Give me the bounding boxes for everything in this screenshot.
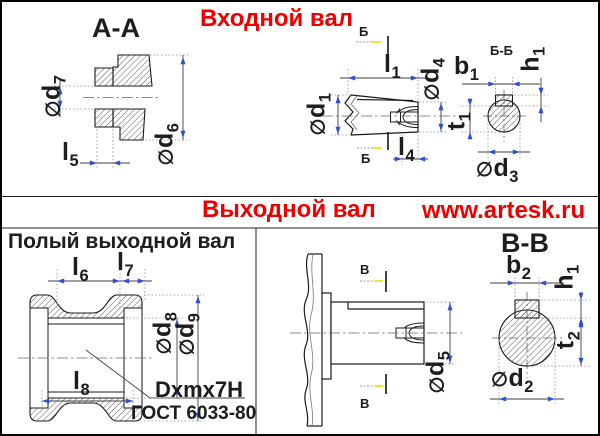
dim-label-t2: t2: [551, 330, 584, 350]
hollow-shaft-drawing: [18, 268, 245, 422]
dim-label-d5: ∅d5: [421, 350, 454, 394]
dim-label-l7: l7: [117, 248, 135, 280]
cut-mark-b-bottom-label: Б: [361, 151, 371, 166]
cut-plane-b-marks: [356, 36, 389, 150]
dim-label-b2: b2: [506, 251, 532, 283]
spline-leader-line: [85, 349, 245, 399]
dim-label-h1-top: h1: [516, 46, 549, 72]
dim-label-d1: ∅d1: [302, 92, 335, 136]
hollow-shaft-title: Полый выходной вал: [8, 230, 236, 253]
section-vv-drawing: [490, 277, 590, 404]
output-shaft-drawing: [290, 253, 462, 427]
cut-mark-v-top-label: В: [360, 262, 370, 277]
section-bb-drawing: [460, 77, 548, 158]
cut-mark-b-top-label: Б: [359, 24, 369, 39]
section-aa-drawing: [52, 54, 190, 168]
section-aa-label: A-A: [92, 13, 140, 43]
cut-plane-v-marks: [360, 271, 387, 394]
dim-label-l4: l4: [398, 133, 416, 165]
section-bb-label: Б-Б: [490, 43, 514, 58]
dim-label-d3: ∅d3: [476, 154, 519, 186]
panel-dividers: [2, 196, 598, 434]
dim-label-d2: ∅d2: [491, 364, 534, 396]
dim-label-l8: l8: [73, 367, 91, 399]
cut-mark-v-bottom-label: В: [360, 396, 370, 411]
section-vv-label: В-В: [501, 228, 549, 258]
dim-label-b1: b1: [454, 52, 480, 84]
input-shaft-drawing: [322, 36, 458, 165]
dim-label-l5: l5: [62, 138, 80, 170]
input-shaft-title: Входной вал: [200, 5, 353, 32]
dim-label-h1-bottom: h1: [550, 264, 583, 290]
spline-designation: Dxmx7H: [155, 377, 244, 402]
dim-label-l6: l6: [72, 253, 90, 285]
dim-label-t1: t1: [442, 111, 475, 131]
spline-standard-gost: ГОСТ 6033-80: [131, 403, 257, 424]
dim-label-d9: ∅d9: [171, 312, 204, 356]
website-text: www.artesk.ru: [422, 197, 586, 224]
dim-label-d4: ∅d4: [416, 57, 449, 101]
output-shaft-title: Выходной вал: [202, 196, 376, 223]
dim-label-l1: l1: [384, 50, 402, 82]
dim-label-d7: ∅d7: [37, 74, 70, 118]
dim-label-d6: ∅d6: [150, 122, 183, 166]
